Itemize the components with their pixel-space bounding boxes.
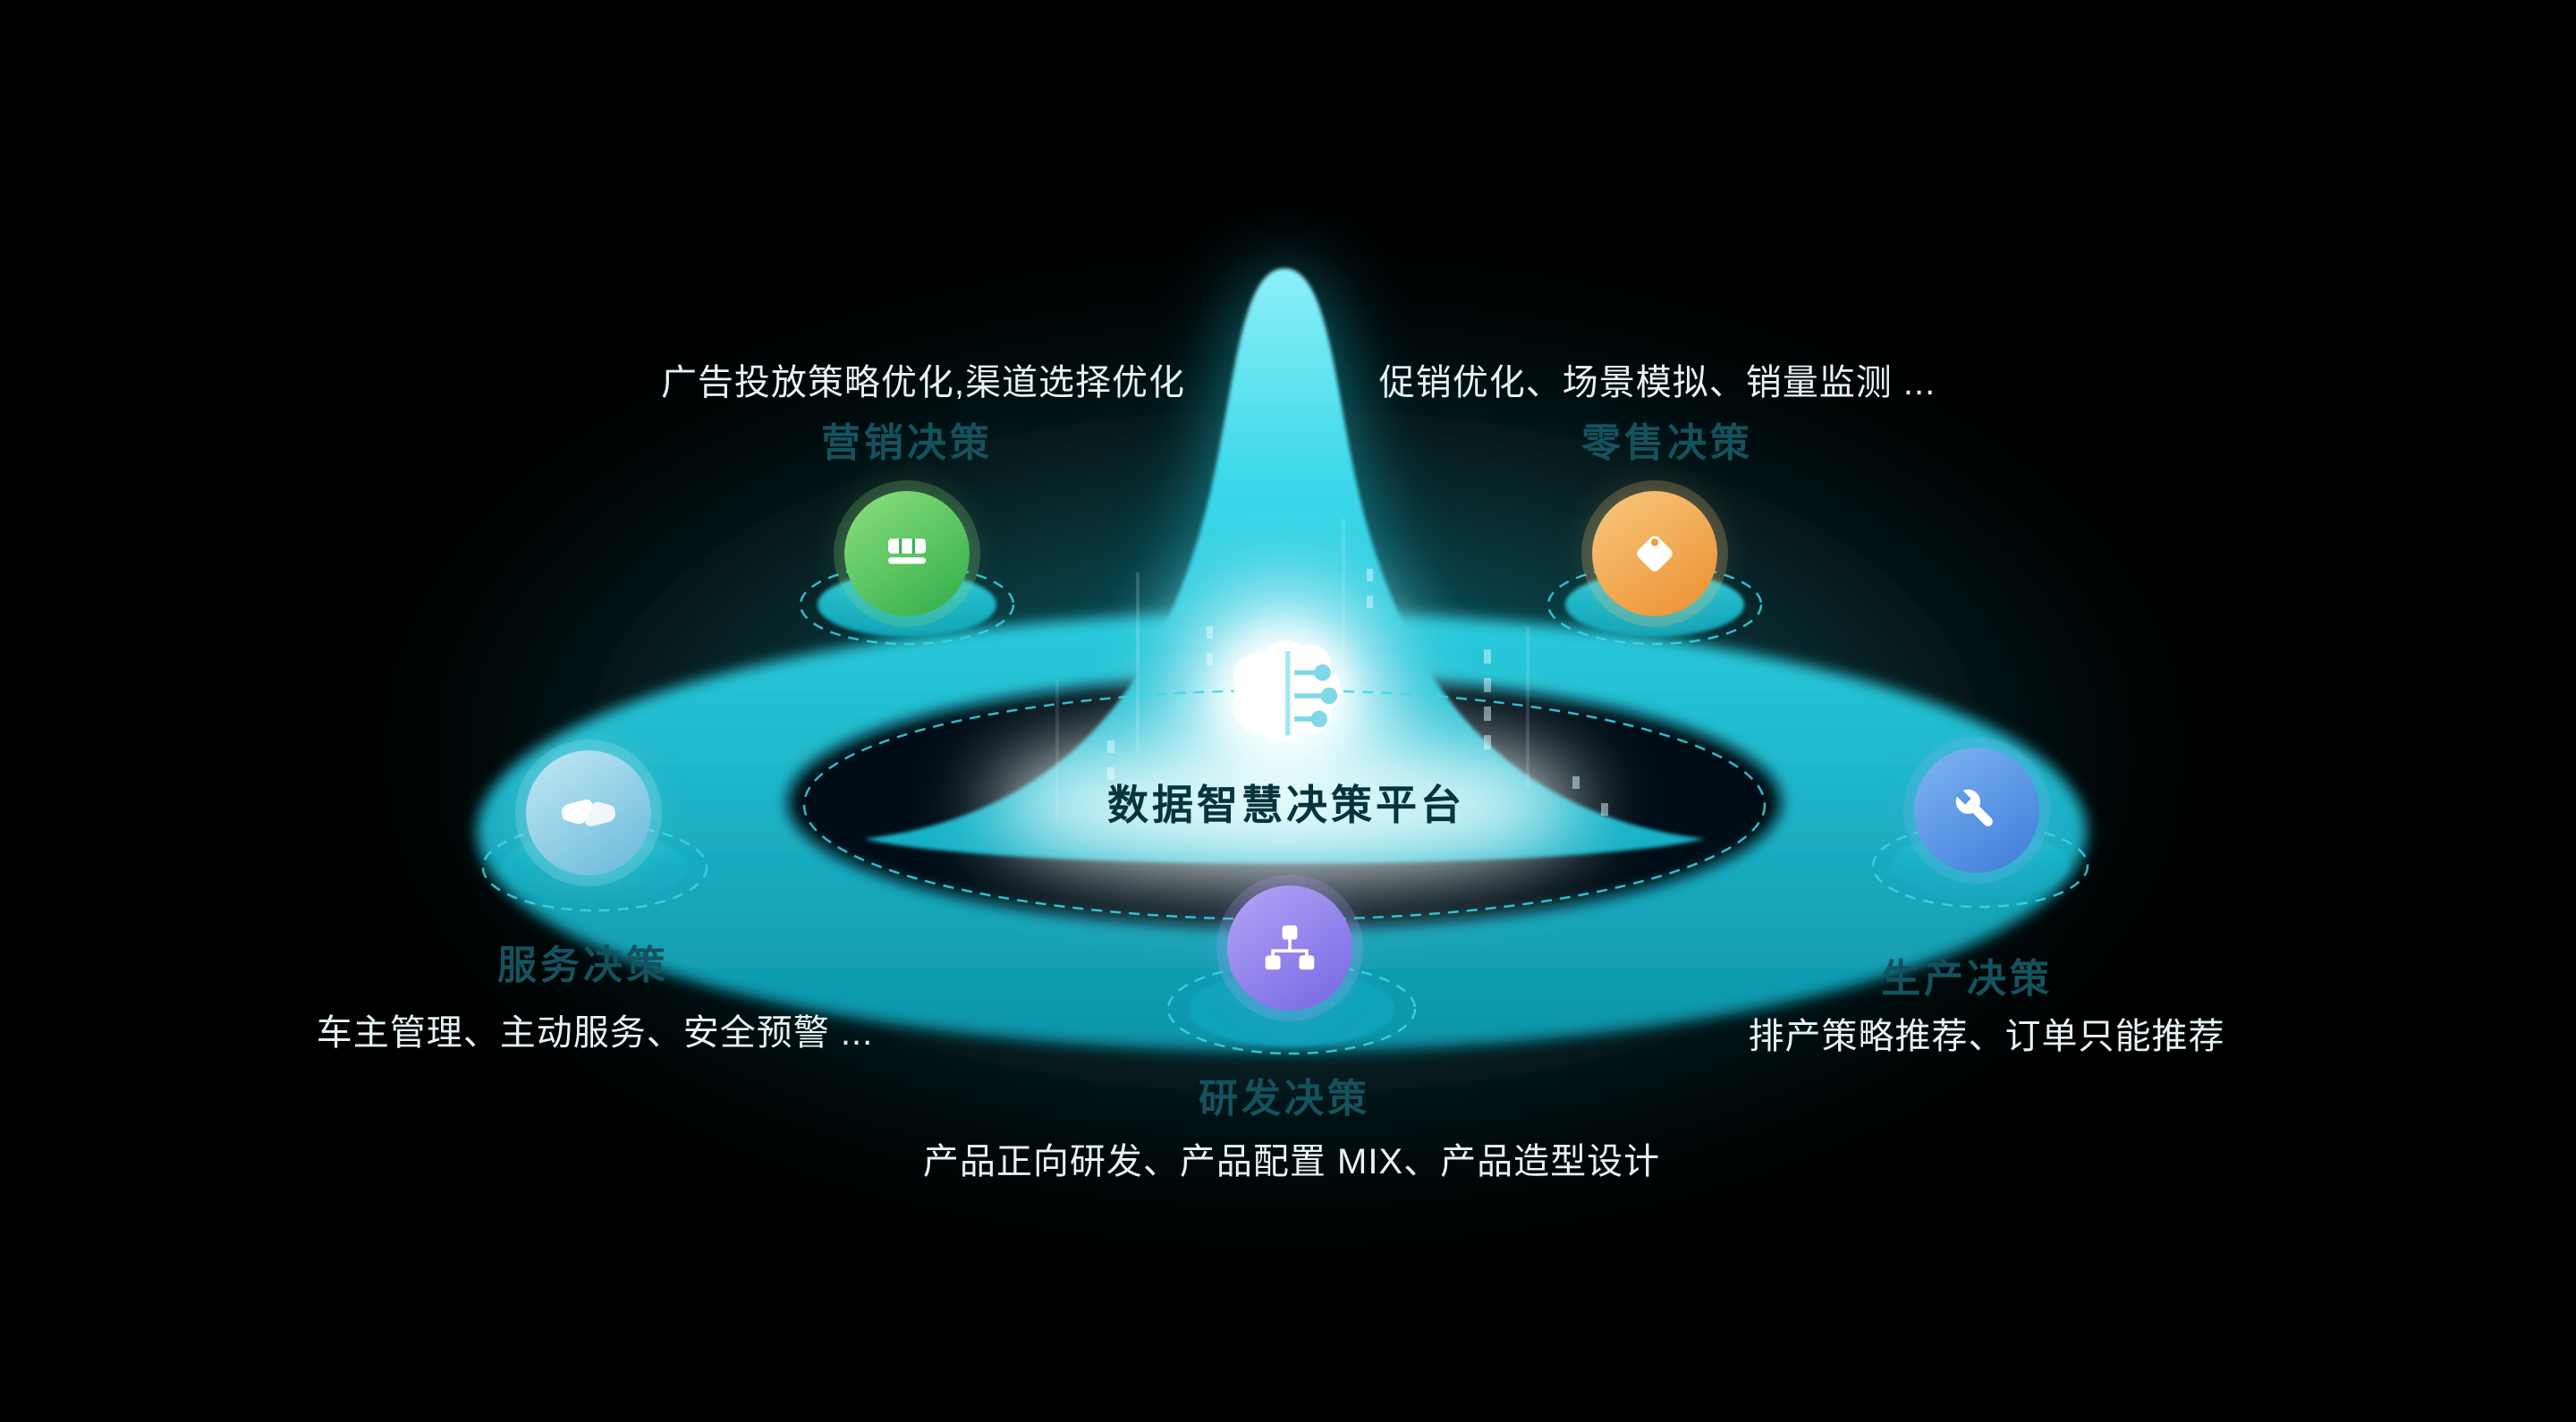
rnd-label: 研发决策 bbox=[1199, 1077, 1370, 1121]
service-label: 服务决策 bbox=[497, 944, 669, 987]
title-glow bbox=[991, 733, 1581, 876]
marketing-description: 广告投放策略优化,渠道选择优化 bbox=[660, 363, 1186, 402]
retail-label: 零售决策 bbox=[1581, 421, 1753, 465]
production-description: 排产策略推荐、订单只能推荐 bbox=[1748, 1017, 2225, 1056]
brain-circuit-icon bbox=[1233, 640, 1341, 742]
data-peak bbox=[864, 268, 1705, 864]
org-chart-icon bbox=[1227, 885, 1352, 1011]
price-tag-icon bbox=[1592, 491, 1717, 616]
wrench-icon bbox=[1914, 748, 2039, 873]
service-description: 车主管理、主动服务、安全预警 ... bbox=[316, 1013, 874, 1053]
platform-title: 数据智慧决策平台 bbox=[1107, 782, 1465, 828]
storefront-icon bbox=[844, 491, 970, 616]
marketing-label: 营销决策 bbox=[821, 421, 993, 465]
retail-description: 促销优化、场景模拟、销量监测 ... bbox=[1378, 363, 1936, 402]
rnd-description: 产品正向研发、产品配置 MIX、产品造型设计 bbox=[922, 1142, 1661, 1181]
production-label: 生产决策 bbox=[1881, 957, 2053, 1001]
handshake-icon bbox=[526, 750, 651, 876]
